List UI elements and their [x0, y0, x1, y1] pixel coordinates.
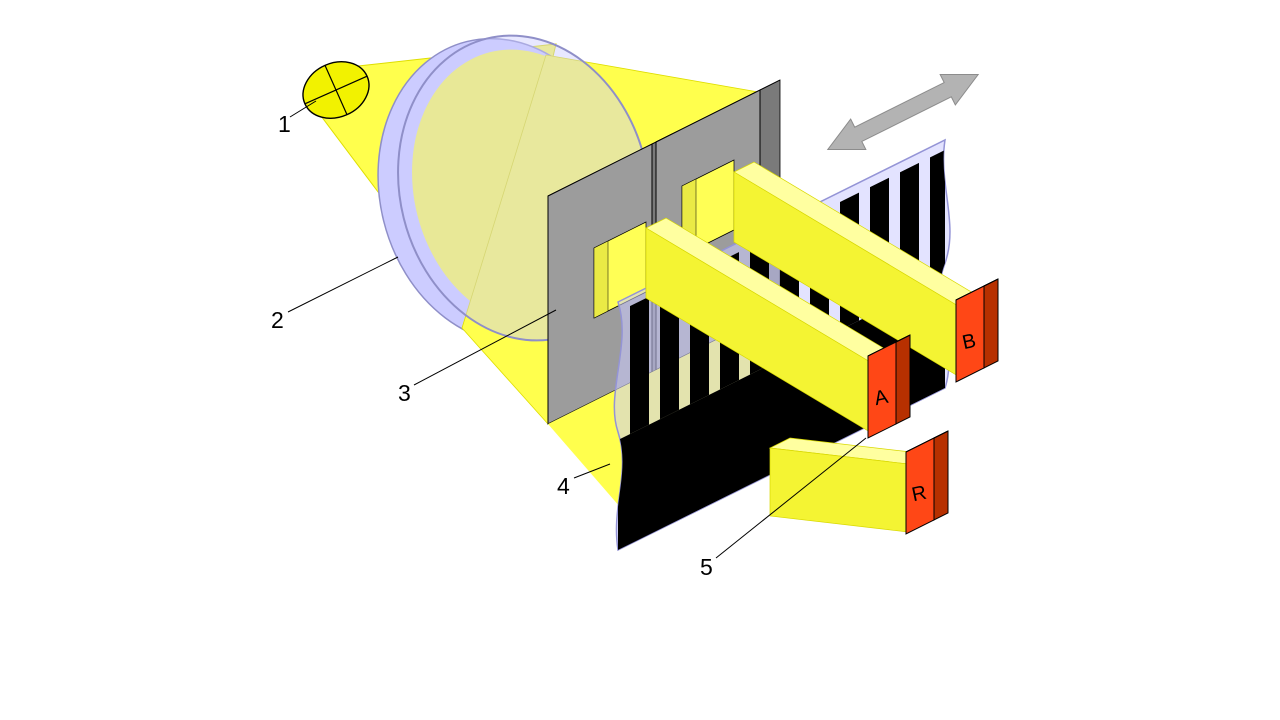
detector-r-front — [905, 437, 935, 535]
detector-a-front — [867, 341, 897, 439]
leader-line-3 — [413, 309, 557, 386]
detector-r-side — [933, 430, 949, 521]
callout-5-label: 5 — [700, 554, 713, 580]
detector-b-side — [983, 278, 999, 369]
detector-b-front — [955, 285, 985, 383]
leader-line-4 — [573, 463, 611, 479]
detector-a-label: A — [872, 386, 890, 410]
callout-3-label: 3 — [398, 380, 411, 406]
movement-arrow — [826, 73, 980, 151]
mask-window-left-side-wall — [593, 240, 609, 319]
detector-a-side — [895, 334, 911, 425]
leader-line-2 — [287, 256, 399, 313]
callout-2-label: 2 — [271, 307, 284, 333]
detector-b-label: B — [960, 330, 978, 354]
light-bulb — [302, 61, 370, 119]
detector-r-label: R — [910, 482, 929, 507]
detector-a: A — [867, 334, 911, 439]
callout-4-label: 4 — [557, 473, 570, 499]
leader-line-5 — [715, 437, 867, 559]
bulb-cross-line-2 — [324, 65, 348, 115]
beam-b — [733, 161, 979, 377]
detector-b: B — [955, 278, 999, 383]
leader-line-1 — [289, 100, 317, 118]
callout-1-label: 1 — [278, 111, 291, 137]
detector-r: R — [905, 430, 949, 535]
